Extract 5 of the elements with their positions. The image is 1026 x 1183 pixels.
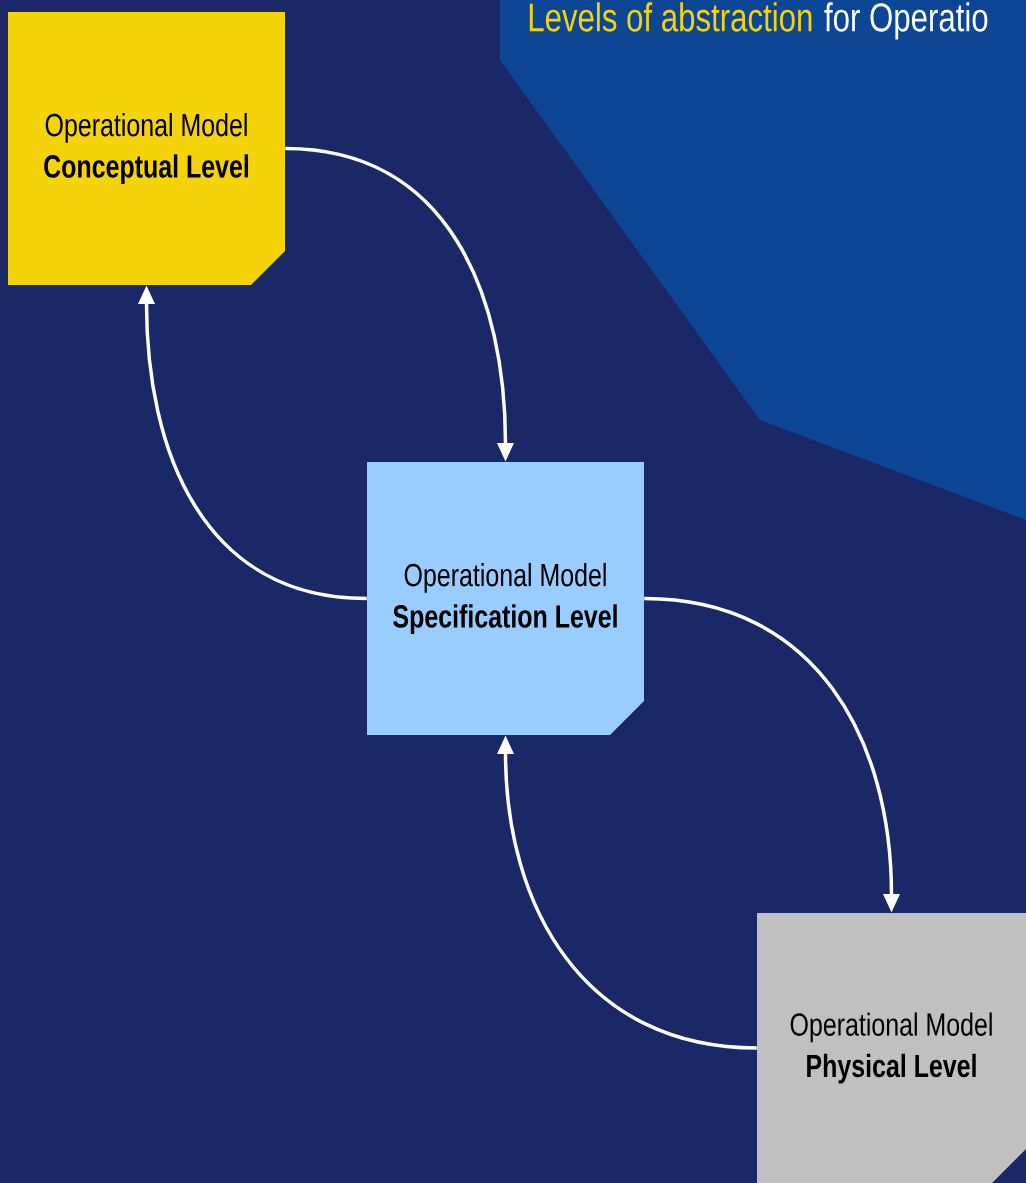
note-box: Operational Model Specification Level: [367, 462, 644, 735]
title: for Operatio: [824, 2, 988, 40]
note-box: Operational Model Physical Level: [757, 913, 1026, 1183]
title: Levels of abstraction: [529, 2, 812, 32]
note-box: Operational Model Conceptual Level: [8, 12, 285, 285]
